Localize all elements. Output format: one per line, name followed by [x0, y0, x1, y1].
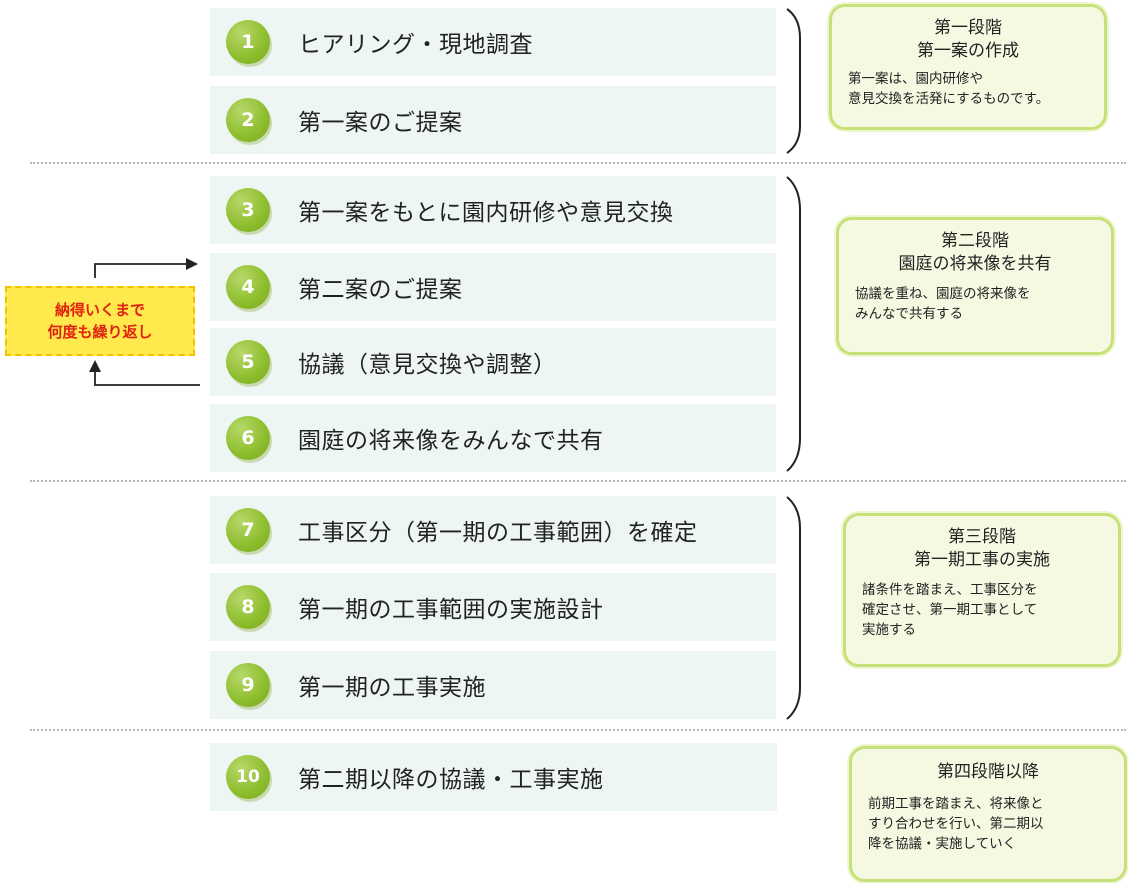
stage-3-brace — [786, 496, 801, 720]
stage-1-box: 第一段階 第一案の作成 第一案は、園内研修や 意見交換を活発にするものです。 — [829, 4, 1107, 130]
stage-title: 第二段階 — [941, 231, 1009, 251]
step-label: 園庭の将来像をみんなで共有 — [298, 428, 604, 454]
stage-subtitle: 園庭の将来像を共有 — [898, 254, 1052, 274]
stage-4-box: 第四段階以降 前期工事を踏まえ、将来像と すり合わせを行い、第二期以 降を協議・… — [849, 746, 1127, 882]
step-number-badge: 1 — [226, 20, 270, 64]
loop-note-line: 何度も繰り返し — [47, 323, 153, 341]
step-8: 8 第一期の工事範囲の実施設計 — [210, 573, 776, 641]
step-label: ヒアリング・現地調査 — [298, 32, 533, 58]
step-7: 7 工事区分（第一期の工事範囲）を確定 — [210, 496, 776, 564]
stage-description-line: 意見交換を活発にするものです。 — [848, 91, 1050, 107]
stage-description-line: すり合わせを行い、第二期以 — [868, 816, 1044, 832]
stage-description: 前期工事を踏まえ、将来像と すり合わせを行い、第二期以 降を協議・実施していく — [868, 794, 1110, 854]
step-label: 工事区分（第一期の工事範囲）を確定 — [298, 520, 698, 546]
step-1: 1 ヒアリング・現地調査 — [210, 8, 776, 76]
stage-1-brace — [786, 8, 801, 154]
step-label: 第一期の工事実施 — [298, 675, 486, 701]
step-number-badge: 8 — [226, 585, 270, 629]
stage-divider — [30, 729, 1126, 731]
step-number-badge: 4 — [226, 265, 270, 309]
step-label: 第一案をもとに園内研修や意見交換 — [298, 200, 674, 226]
step-number-badge: 6 — [226, 416, 270, 460]
stage-divider — [30, 480, 1126, 482]
step-label: 協議（意見交換や調整） — [298, 352, 557, 378]
loop-note-line: 納得いくまで — [54, 301, 145, 319]
stage-title: 第三段階 — [948, 527, 1016, 547]
step-label: 第一案のご提案 — [298, 110, 463, 136]
stage-description-line: 第一案は、園内研修や — [848, 71, 983, 87]
step-number-badge: 10 — [226, 755, 270, 799]
stage-description-line: 協議を重ね、園庭の将来像を — [855, 286, 1031, 302]
stage-description-line: 降を協議・実施していく — [868, 836, 1017, 852]
stage-description-line: 諸条件を踏まえ、工事区分を — [862, 582, 1038, 598]
step-number-badge: 5 — [226, 340, 270, 384]
stage-subtitle: 第一期工事の実施 — [914, 550, 1050, 570]
stage-description: 諸条件を踏まえ、工事区分を 確定させ、第一期工事として 実施する — [862, 580, 1104, 640]
stage-description: 協議を重ね、園庭の将来像を みんなで共有する — [855, 284, 1097, 324]
step-label: 第二案のご提案 — [298, 277, 463, 303]
step-number-badge: 2 — [226, 98, 270, 142]
stage-description-line: みんなで共有する — [855, 306, 963, 322]
stage-title: 第一段階 — [934, 18, 1002, 38]
stage-description: 第一案は、園内研修や 意見交換を活発にするものです。 — [848, 69, 1090, 109]
step-label: 第一期の工事範囲の実施設計 — [298, 597, 604, 623]
step-9: 9 第一期の工事実施 — [210, 651, 776, 719]
step-label: 第二期以降の協議・工事実施 — [298, 767, 604, 793]
stage-description-line: 実施する — [862, 622, 916, 638]
step-2: 2 第一案のご提案 — [210, 86, 776, 154]
stage-description-line: 前期工事を踏まえ、将来像と — [868, 796, 1044, 812]
stage-description-line: 確定させ、第一期工事として — [862, 602, 1038, 618]
step-number-badge: 9 — [226, 663, 270, 707]
step-10: 10 第二期以降の協議・工事実施 — [210, 743, 777, 811]
step-3: 3 第一案をもとに園内研修や意見交換 — [210, 176, 776, 244]
stage-divider — [30, 162, 1126, 164]
step-4: 4 第二案のご提案 — [210, 253, 776, 321]
stage-3-box: 第三段階 第一期工事の実施 諸条件を踏まえ、工事区分を 確定させ、第一期工事とし… — [843, 513, 1121, 667]
stage-2-box: 第二段階 園庭の将来像を共有 協議を重ね、園庭の将来像を みんなで共有する — [836, 217, 1114, 355]
step-5: 5 協議（意見交換や調整） — [210, 328, 776, 396]
loop-note: 納得いくまで 何度も繰り返し — [5, 286, 195, 356]
step-number-badge: 3 — [226, 188, 270, 232]
stage-2-brace — [786, 176, 801, 472]
stage-subtitle: 第一案の作成 — [917, 41, 1019, 61]
step-number-badge: 7 — [226, 508, 270, 552]
step-6: 6 園庭の将来像をみんなで共有 — [210, 404, 776, 472]
loop-arrows — [89, 258, 200, 386]
stage-title: 第四段階以降 — [937, 762, 1039, 782]
